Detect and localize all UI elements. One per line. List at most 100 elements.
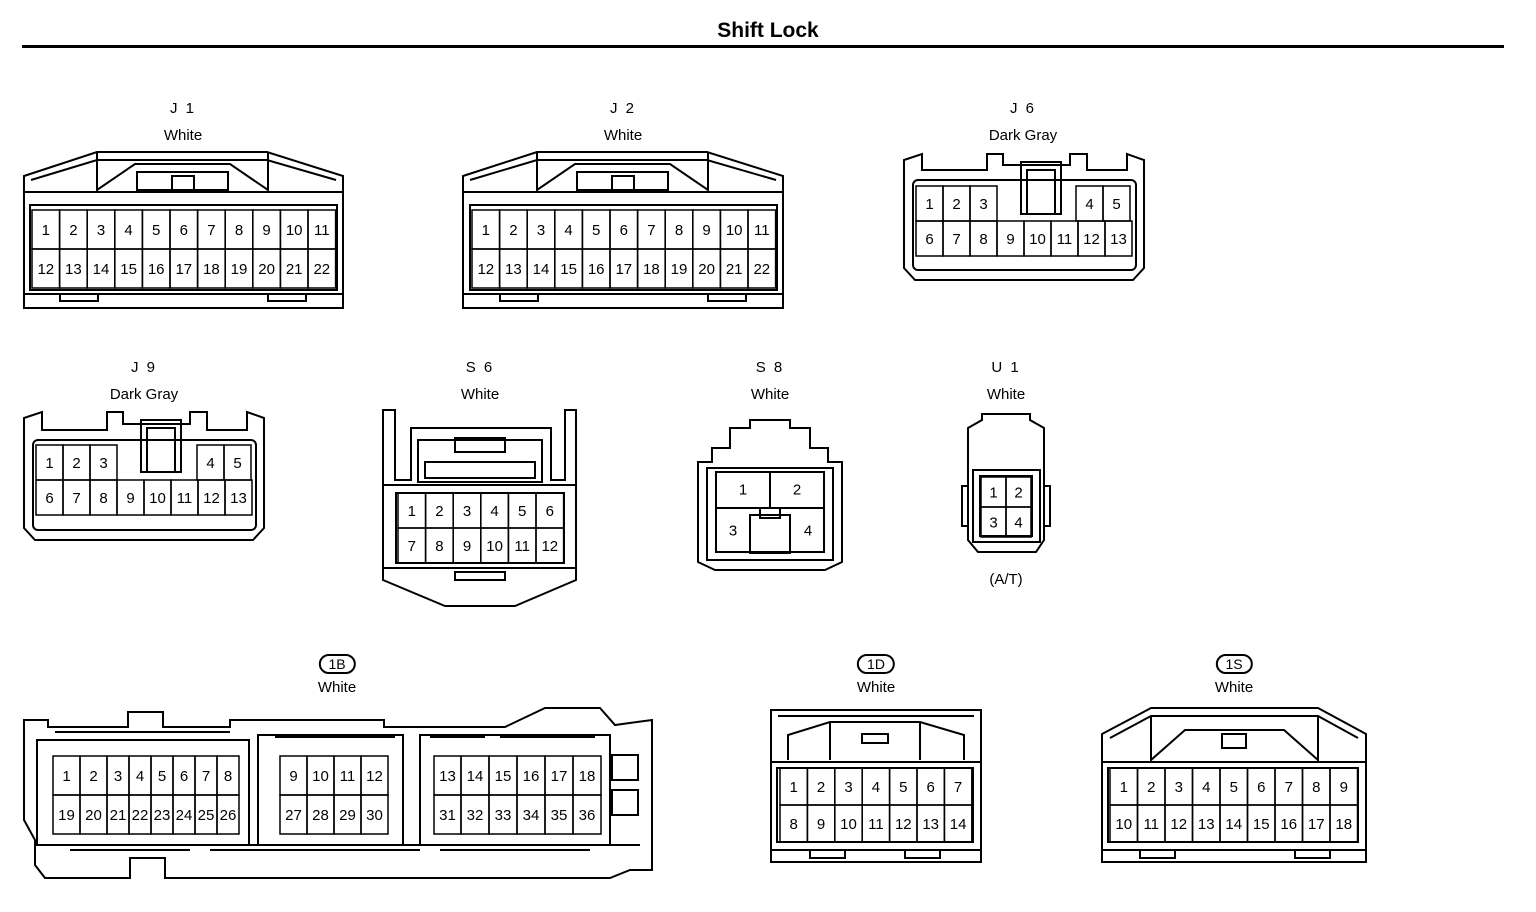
pin-number-J2-11: 11 [754, 222, 770, 239]
pin-number-1S-3: 3 [1175, 779, 1183, 796]
pin-number-J2-21: 21 [726, 261, 743, 278]
pin-number-1B-24: 24 [176, 807, 193, 824]
pin-number-1D-5: 5 [899, 779, 907, 796]
pin-number-J2-19: 19 [671, 261, 688, 278]
pin-number-J2-7: 7 [647, 222, 655, 239]
pin-number-J1-20: 20 [258, 261, 275, 278]
pin-number-1B-18: 18 [579, 768, 596, 785]
pin-number-J1-22: 22 [313, 261, 330, 278]
pin-number-J1-1: 1 [42, 222, 50, 239]
pin-number-J1-7: 7 [207, 222, 215, 239]
pin-number-J6-3: 3 [979, 196, 987, 213]
pin-number-1S-10: 10 [1115, 816, 1132, 833]
pin-cell [224, 479, 253, 516]
pin-number-U1-1: 1 [989, 485, 997, 502]
connector-code: J 9 [130, 359, 157, 376]
pin-number-J1-11: 11 [314, 222, 330, 239]
connector-u1-note: (A/T) [989, 571, 1023, 588]
pin-number-S6-10: 10 [486, 538, 503, 555]
pin-number-1S-1: 1 [1120, 779, 1128, 796]
pin-number-J2-3: 3 [537, 222, 545, 239]
pin-number-J1-17: 17 [175, 261, 192, 278]
pin-number-J1-13: 13 [65, 261, 82, 278]
pin-number-J2-2: 2 [509, 222, 517, 239]
pin-number-J9-12: 12 [203, 490, 220, 507]
pin-number-1B-5: 5 [158, 768, 166, 785]
connector-color: White [1214, 679, 1254, 696]
pin-number-1B-36: 36 [579, 807, 596, 824]
pin-number-J6-13: 13 [1110, 231, 1127, 248]
pin-number-S6-6: 6 [546, 503, 554, 520]
connector-j6-label: J 6 Dark Gray [989, 100, 1057, 145]
pin-cell [535, 527, 565, 564]
pin-number-1D-7: 7 [954, 779, 962, 796]
pin-cell [1104, 220, 1133, 257]
pin-number-S8-4: 4 [804, 523, 812, 540]
pin-number-J1-2: 2 [69, 222, 77, 239]
pin-number-1S-12: 12 [1170, 816, 1187, 833]
pin-number-J2-14: 14 [533, 261, 550, 278]
pin-number-J1-15: 15 [120, 261, 137, 278]
pin-number-J6-12: 12 [1083, 231, 1100, 248]
pin-number-S6-7: 7 [408, 538, 416, 555]
pin-number-1D-14: 14 [950, 816, 967, 833]
pin-number-1B-13: 13 [439, 768, 456, 785]
pin-cell [307, 248, 337, 289]
connector-j9-label: J 9 Dark Gray [110, 359, 178, 404]
pin-number-J6-11: 11 [1057, 231, 1073, 248]
pin-number-J2-16: 16 [588, 261, 605, 278]
pin-number-U1-3: 3 [989, 515, 997, 532]
pin-number-J2-6: 6 [620, 222, 628, 239]
pin-number-J6-10: 10 [1029, 231, 1046, 248]
pin-number-S6-4: 4 [490, 503, 498, 520]
pin-number-1B-25: 25 [198, 807, 215, 824]
connector-code: J 6 [1009, 100, 1036, 117]
pin-number-1B-17: 17 [551, 768, 568, 785]
connector-code-badge: 1D [857, 654, 895, 674]
connector-color: Dark Gray [109, 386, 179, 403]
pin-number-1S-2: 2 [1147, 779, 1155, 796]
pin-number-J9-7: 7 [72, 490, 80, 507]
pin-number-1S-17: 17 [1308, 816, 1325, 833]
pin-number-J1-8: 8 [235, 222, 243, 239]
connector-color: Dark Gray [988, 127, 1058, 144]
pin-number-J2-15: 15 [560, 261, 577, 278]
pin-number-1D-3: 3 [844, 779, 852, 796]
pin-number-J1-4: 4 [124, 222, 132, 239]
connector-j1-label: J 1 White [164, 100, 202, 145]
pin-number-1S-6: 6 [1257, 779, 1265, 796]
pin-number-1B-26: 26 [220, 807, 237, 824]
pin-number-J1-12: 12 [37, 261, 54, 278]
pin-cell [360, 794, 389, 835]
pin-number-1B-29: 29 [339, 807, 356, 824]
connector-s6-label: S 6 White [461, 359, 499, 404]
pin-number-J9-5: 5 [233, 455, 241, 472]
connector-code: J 1 [169, 100, 196, 117]
pin-number-J6-1: 1 [925, 196, 933, 213]
pin-number-U1-4: 4 [1014, 515, 1022, 532]
pin-number-1D-4: 4 [872, 779, 880, 796]
pin-number-1B-28: 28 [312, 807, 329, 824]
connector-color: White [460, 386, 500, 403]
connector-j2-label: J 2 White [604, 100, 642, 145]
pin-number-J6-7: 7 [952, 231, 960, 248]
pin-number-J2-10: 10 [726, 222, 743, 239]
pin-cell [747, 248, 777, 289]
pin-number-1B-9: 9 [289, 768, 297, 785]
pin-number-J9-3: 3 [99, 455, 107, 472]
pin-number-1S-4: 4 [1202, 779, 1210, 796]
pin-number-1B-1: 1 [62, 768, 70, 785]
pin-number-1B-3: 3 [114, 768, 122, 785]
pin-number-1B-16: 16 [523, 768, 540, 785]
pin-number-U1-2: 2 [1014, 485, 1022, 502]
pin-number-J1-3: 3 [97, 222, 105, 239]
pin-number-1D-6: 6 [927, 779, 935, 796]
connector-color: White [986, 386, 1026, 403]
pin-number-1D-1: 1 [790, 779, 798, 796]
pin-number-S6-9: 9 [463, 538, 471, 555]
pin-number-J1-18: 18 [203, 261, 220, 278]
pin-number-1D-8: 8 [790, 816, 798, 833]
pin-number-1B-7: 7 [202, 768, 210, 785]
pin-number-J2-22: 22 [753, 261, 770, 278]
